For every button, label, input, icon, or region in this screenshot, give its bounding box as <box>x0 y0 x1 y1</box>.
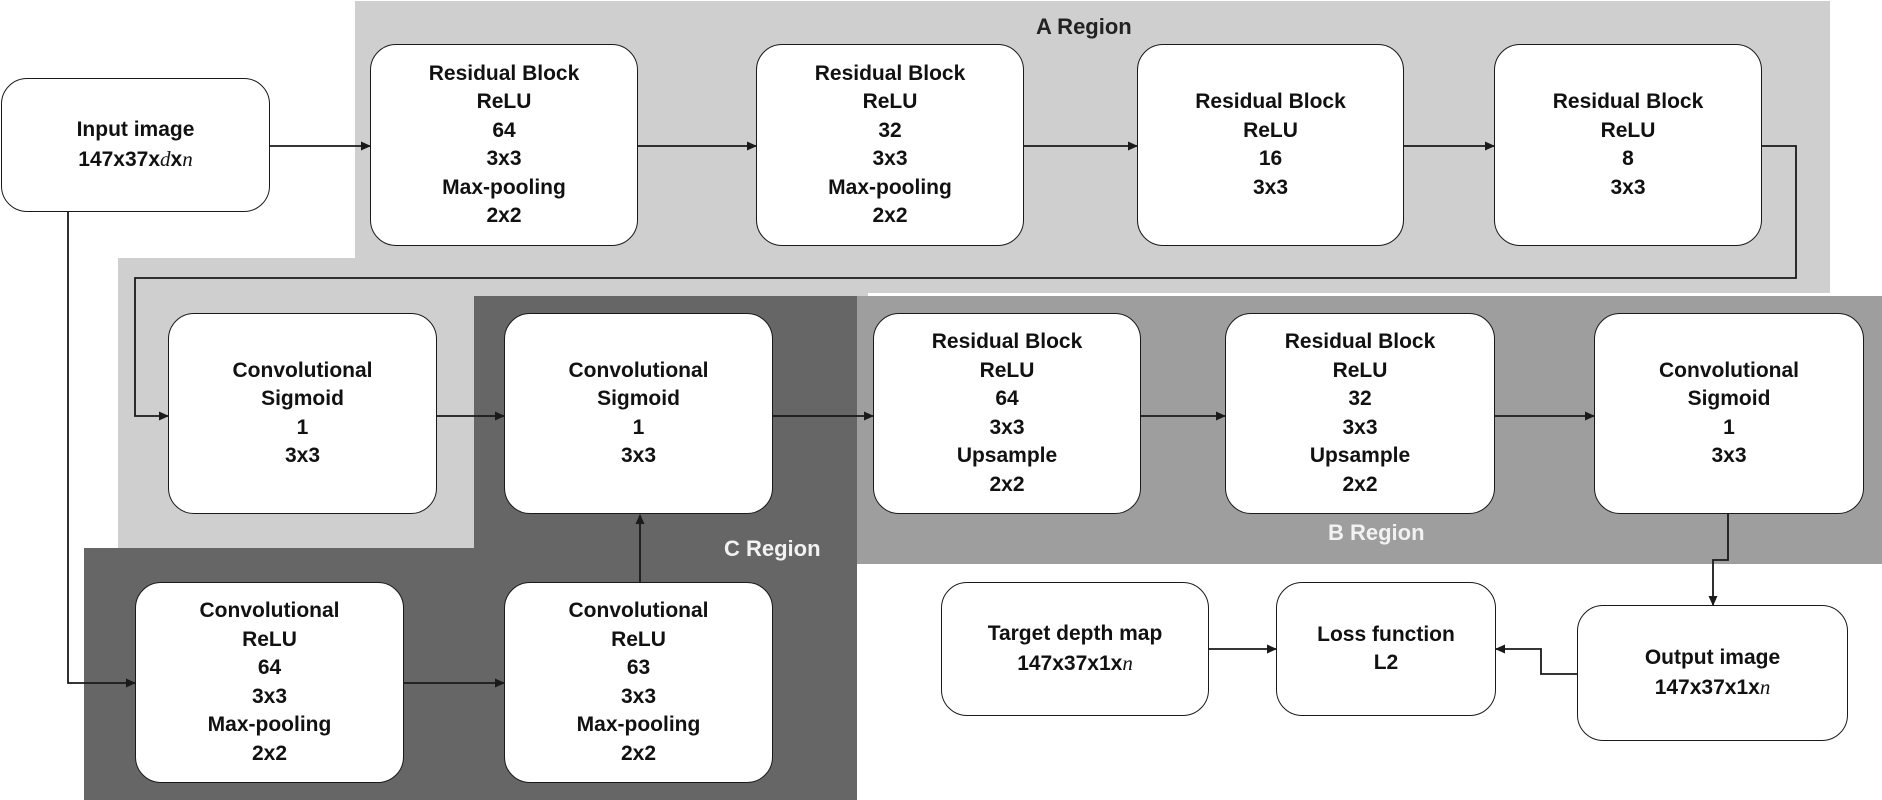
dims-var: n <box>1759 674 1771 699</box>
node-text: 1 <box>1723 415 1735 439</box>
node-text: 2x2 <box>989 472 1025 496</box>
node-text: 3x3 <box>251 684 288 708</box>
node-text: 3x3 <box>989 415 1025 439</box>
region-a-label: A Region <box>1036 14 1132 39</box>
node-text: ReLU <box>1332 358 1388 382</box>
residual-block-32-maxpool-node: Residual Block ReLU 32 3x3 Max-pooling 2… <box>756 44 1024 246</box>
node-text: Sigmoid <box>261 387 344 410</box>
node-text: Residual Block <box>1195 90 1346 113</box>
node-text: Convolutional <box>568 599 709 622</box>
node-dims: 147x37x1xn <box>1017 649 1133 679</box>
dims-var: d <box>160 146 171 171</box>
convolutional-relu-64-node: Convolutional ReLU 64 3x3 Max-pooling 2x… <box>135 582 404 783</box>
node-text: 8 <box>1622 147 1634 170</box>
residual-block-16-node: Residual Block ReLU 16 3x3 <box>1137 44 1404 246</box>
node-text: 3x3 <box>872 147 908 170</box>
node-text: Max-pooling <box>207 713 332 736</box>
node-text: 2x2 <box>1342 472 1378 496</box>
node-text: 1 <box>296 415 309 439</box>
node-dims: 147x37xdxn <box>78 145 192 175</box>
node-text: 2x2 <box>620 741 657 765</box>
node-text: 3x3 <box>486 147 522 170</box>
edge-input-to-conv64 <box>67 212 136 688</box>
region-c-label: C Region <box>724 536 821 561</box>
node-text: Convolutional <box>199 599 340 622</box>
node-text: 1 <box>632 415 645 439</box>
node-text: Max-pooling <box>828 175 952 199</box>
node-text: Convolutional <box>568 358 709 382</box>
node-text: L2 <box>1373 651 1399 674</box>
node-text: ReLU <box>1243 118 1298 142</box>
node-text: Convolutional <box>232 358 373 382</box>
node-text: 63 <box>626 656 651 679</box>
node-text: ReLU <box>862 90 918 113</box>
edge-conv-sig-b-to-output <box>1708 514 1729 606</box>
edge-output-to-loss <box>1495 644 1577 675</box>
node-text: Residual Block <box>1552 90 1704 113</box>
node-text: Residual Block <box>814 61 966 85</box>
node-text: ReLU <box>979 358 1035 382</box>
target-depth-map-node: Target depth map 147x37x1xn <box>941 582 1209 716</box>
node-text: Target depth map <box>987 622 1163 645</box>
node-text: Loss function <box>1317 622 1455 646</box>
dims-text: 147x37x1x <box>1017 651 1123 675</box>
convolutional-sigmoid-node-b: Convolutional Sigmoid 1 3x3 <box>1594 313 1864 514</box>
node-dims: 147x37x1xn <box>1655 673 1771 703</box>
node-text: Residual Block <box>931 330 1083 353</box>
region-b-label: B Region <box>1328 520 1425 545</box>
node-text: Convolutional <box>1659 358 1799 382</box>
loss-function-node: Loss function L2 <box>1276 582 1496 716</box>
convolutional-relu-63-node: Convolutional ReLU 63 3x3 Max-pooling 2x… <box>504 582 773 783</box>
node-text: Max-pooling <box>576 713 701 736</box>
node-text: 3x3 <box>1342 415 1378 439</box>
residual-block-8-node: Residual Block ReLU 8 3x3 <box>1494 44 1762 246</box>
node-text: 3x3 <box>1610 175 1646 199</box>
dims-var: n <box>1122 650 1133 675</box>
node-text: Residual Block <box>428 61 580 85</box>
dims-text: 147x37x1x <box>1654 675 1760 699</box>
node-text: Upsample <box>956 444 1058 467</box>
input-image-node: Input image 147x37xdxn <box>1 78 270 212</box>
node-text: Sigmoid <box>1687 387 1771 410</box>
node-text: 64 <box>257 656 282 679</box>
node-text: ReLU <box>476 90 532 113</box>
node-text: 3x3 <box>1252 175 1289 199</box>
node-text: 16 <box>1258 147 1283 170</box>
node-text: 64 <box>492 118 516 142</box>
dims-text: 147x37x <box>78 147 161 171</box>
edge-res8-to-conv-sig-a <box>134 145 1797 421</box>
node-text: ReLU <box>611 627 666 651</box>
node-text: 3x3 <box>620 444 657 467</box>
dims-var: n <box>182 146 193 171</box>
node-text: 2x2 <box>486 204 522 227</box>
node-text: 64 <box>995 387 1019 410</box>
output-image-node: Output image 147x37x1xn <box>1577 605 1848 741</box>
node-text: Residual Block <box>1284 330 1436 353</box>
node-text: 2x2 <box>872 204 908 227</box>
node-text: 3x3 <box>284 444 321 467</box>
node-text: 32 <box>878 118 902 142</box>
convolutional-sigmoid-node-a: Convolutional Sigmoid 1 3x3 <box>168 313 437 514</box>
node-text: ReLU <box>242 627 297 651</box>
residual-block-32-upsample-node: Residual Block ReLU 32 3x3 Upsample 2x2 <box>1225 313 1495 514</box>
node-text: 32 <box>1348 387 1372 410</box>
node-text: 3x3 <box>1711 444 1747 467</box>
node-text: Max-pooling <box>442 175 566 199</box>
node-text: Sigmoid <box>597 387 680 410</box>
convolutional-sigmoid-node-c: Convolutional Sigmoid 1 3x3 <box>504 313 773 514</box>
node-text: ReLU <box>1600 118 1656 142</box>
node-text: 3x3 <box>620 684 657 708</box>
node-text: Input image <box>76 118 195 141</box>
dims-text: x <box>170 147 183 171</box>
residual-block-64-upsample-node: Residual Block ReLU 64 3x3 Upsample 2x2 <box>873 313 1141 514</box>
node-text: Output image <box>1644 646 1781 669</box>
residual-block-64-maxpool-node: Residual Block ReLU 64 3x3 Max-pooling 2… <box>370 44 638 246</box>
node-text: Upsample <box>1309 444 1411 467</box>
node-text: 2x2 <box>251 741 288 765</box>
